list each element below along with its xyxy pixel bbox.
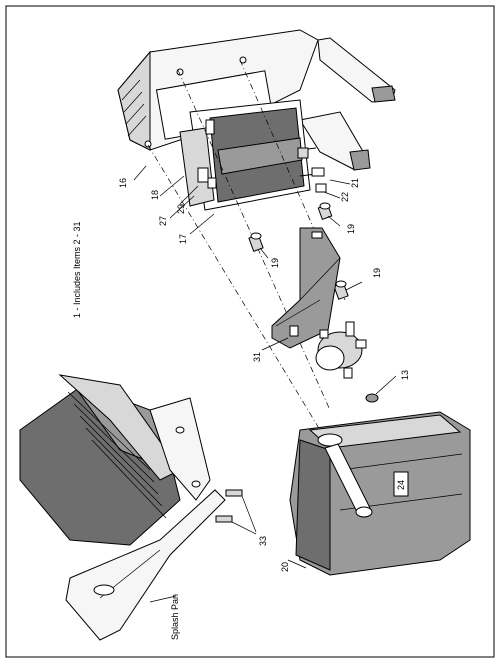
leader-19a [259, 247, 269, 259]
leader-13 [375, 375, 397, 395]
bolt-19-a [248, 232, 264, 252]
callout-33: 33 [258, 536, 268, 546]
splash-pan-label: Splash Pan [170, 594, 180, 640]
leader-22 [323, 191, 341, 199]
leader-17 [189, 213, 215, 235]
callout-31: 31 [252, 352, 262, 362]
callout-19-b: 19 [346, 224, 356, 234]
label-box-24 [393, 471, 409, 497]
solenoid [315, 321, 379, 403]
callout-17: 17 [178, 234, 188, 244]
callout-22: 22 [340, 192, 350, 202]
page-border [5, 5, 495, 658]
callout-13: 13 [400, 370, 410, 380]
bolt-19-b [317, 202, 333, 220]
leader-20 [287, 559, 307, 569]
leader-31 [261, 337, 289, 351]
callout-18: 18 [150, 190, 160, 200]
callout-24: 24 [396, 480, 406, 490]
callout-29: 29 [176, 204, 186, 214]
leader-18 [159, 175, 185, 197]
leader-27 [169, 195, 195, 219]
callout-19-c: 19 [372, 268, 382, 278]
leader-29 [179, 185, 199, 205]
mounting-plate-31 [271, 227, 341, 349]
includes-note: 1 - Includes Items 2 - 31 [72, 221, 82, 318]
callout-16: 16 [118, 178, 128, 188]
leader-19c [345, 281, 363, 291]
assembly-line-2 [239, 59, 346, 301]
callout-21: 21 [350, 178, 360, 188]
callout-19-a: 19 [270, 258, 280, 268]
assembly-line-3 [147, 144, 321, 431]
splash-cup [19, 374, 181, 546]
leader-19b [327, 215, 341, 227]
screws-33 [215, 489, 257, 535]
leader-21 [329, 179, 351, 185]
callout-27: 27 [158, 216, 168, 226]
coil-housing [179, 99, 327, 211]
leader-16 [133, 165, 147, 181]
leader-splash [149, 595, 177, 603]
splash-pan-bracket [65, 397, 226, 641]
callout-20: 20 [280, 562, 290, 572]
cover-20 [289, 411, 471, 576]
